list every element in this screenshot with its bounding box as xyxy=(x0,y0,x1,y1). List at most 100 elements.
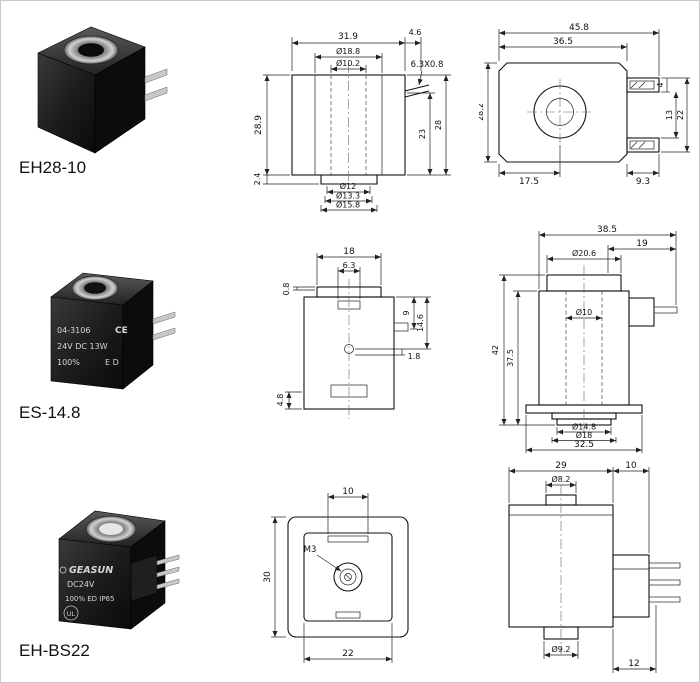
dim-base-d1: Ø12 xyxy=(326,181,371,195)
photo-label-duty: 100% xyxy=(57,358,80,367)
dim-text: Ø13.3 xyxy=(336,191,360,201)
dim-base-width: 32.5 xyxy=(525,415,643,453)
dim-text: 17.5 xyxy=(519,177,539,187)
spade-terminal xyxy=(144,86,168,102)
dim-tab-thickness: 4 xyxy=(656,77,670,93)
dim-text: 22 xyxy=(676,110,685,120)
ce-mark: CE xyxy=(115,326,128,336)
dim-base-d1: Ø14.8 xyxy=(556,422,612,435)
spade-terminal xyxy=(648,596,681,603)
screw xyxy=(344,573,352,581)
dim-inner-height: 37.5 xyxy=(506,290,537,425)
coil-side-face xyxy=(94,46,146,154)
part-outline xyxy=(498,62,660,163)
ring-bore xyxy=(99,523,123,535)
dim-text: Ø12 xyxy=(340,181,356,191)
spade-terminal xyxy=(156,578,180,590)
dim-text: Ø15.8 xyxy=(336,200,360,210)
part-outline xyxy=(291,63,430,185)
photo-label-rating: 24V DC 13W xyxy=(57,342,108,351)
terminal-tab xyxy=(626,77,660,93)
coil-photo xyxy=(37,26,168,154)
photo-label-part-number: 04-3106 xyxy=(57,326,90,335)
terminal-tab xyxy=(393,322,409,332)
photo-brand: GEASUN xyxy=(69,565,113,576)
photo-label-ed: E D xyxy=(105,358,119,367)
dim-slot-width: 10 xyxy=(327,487,369,534)
dim-lip: 0.8 xyxy=(282,283,315,295)
ul-mark-icon xyxy=(63,605,79,621)
dim-right-inner-height: 23 xyxy=(407,92,435,176)
dim-right-height: 28 xyxy=(407,74,451,176)
product-photo-eh-bs22: GEASUN DC24V 100% ED IP65 UL xyxy=(58,510,180,630)
product-name-eh28-10: EH28-10 xyxy=(19,158,87,177)
dim-text: 10 xyxy=(625,461,637,471)
dim-tab-span: 22 xyxy=(661,77,690,153)
part-outline xyxy=(525,265,678,433)
dim-text: Ø20.6 xyxy=(572,248,596,258)
din-connector xyxy=(130,554,158,602)
dim-boss-d: Ø8.2 xyxy=(545,474,577,493)
dim-tab-length: 9.3 xyxy=(626,154,660,187)
product-photo-es-14-8: 04-3106 CE 24V DC 13W 100% E D xyxy=(50,272,176,390)
connector-block xyxy=(612,554,650,618)
dim-text: 22 xyxy=(342,649,353,659)
dim-height: 28.2 xyxy=(479,62,497,163)
dim-top-width: 38.5 xyxy=(538,225,677,305)
dim-height: 42 xyxy=(491,274,555,426)
spade-terminal xyxy=(156,554,180,566)
dim-text: 23 xyxy=(418,129,427,139)
drawing-es-14-8-side: 38.5 19 Ø20.6 Ø10 42 37.5 Ø xyxy=(491,225,678,453)
dim-text: Ø10.2 xyxy=(336,58,360,68)
drawing-eh-bs22-side: 29 10 Ø8.2 Ø9.2 12 xyxy=(508,461,681,673)
photo-label-voltage: DC24V xyxy=(67,580,95,589)
dim-text: 28 xyxy=(434,120,443,130)
dim-tab-gap: 13 xyxy=(661,92,679,139)
spade-terminal xyxy=(144,68,168,84)
dim-height: 28.9 xyxy=(254,74,290,176)
dim-base-d2: Ø13.3 xyxy=(324,191,373,204)
dim-width: 22 xyxy=(303,623,393,663)
dim-text: 4 xyxy=(656,82,665,87)
dim-text: 19 xyxy=(636,239,648,249)
drawing-es-14-8-front: 18 6.3 0.8 9 14.6 1.8 xyxy=(276,247,431,419)
dim-text: 9.3 xyxy=(636,177,650,187)
dim-text: 12 xyxy=(628,659,639,669)
dim-text: 4.6 xyxy=(409,28,422,37)
connector-block xyxy=(628,297,655,327)
coil-photo: 04-3106 CE 24V DC 13W 100% E D xyxy=(50,272,176,390)
coil-side-face xyxy=(122,280,154,390)
dim-top-width: 31.9 xyxy=(291,32,406,71)
dim-text: 42 xyxy=(491,345,500,355)
product-name-eh-bs22: EH-BS22 xyxy=(19,641,90,660)
drawing-eh28-10-side: 45.8 36.5 28.2 4 13 22 xyxy=(479,23,690,187)
spade-terminal xyxy=(152,311,176,325)
dim-center-offset: 17.5 xyxy=(498,145,561,187)
dim-text: 9 xyxy=(402,310,411,315)
dim-text: 37.5 xyxy=(506,349,515,367)
dim-text: 31.9 xyxy=(338,32,358,42)
spade-terminal xyxy=(152,327,176,341)
spade-terminal-line xyxy=(404,84,430,92)
coil-photo: GEASUN DC24V 100% ED IP65 UL xyxy=(58,510,180,630)
dim-text: 29 xyxy=(555,461,567,471)
spade-terminal xyxy=(653,306,678,314)
dim-text: Ø18.8 xyxy=(336,46,360,56)
dim-text: Ø9.2 xyxy=(551,644,570,654)
spade-terminal xyxy=(648,562,681,569)
dim-text: 6.3 xyxy=(343,261,356,270)
part-outline xyxy=(303,279,409,419)
dim-conn-width: 19 xyxy=(607,239,676,273)
dim-base-step: 2.4 xyxy=(253,173,319,185)
callout-terminal-spec: 6.3X0.8 xyxy=(411,60,443,86)
cable-gland xyxy=(333,562,363,592)
dim-text: 30 xyxy=(263,571,273,583)
brand-logo-icon xyxy=(59,566,67,574)
dim-base-d: Ø9.2 xyxy=(543,641,579,659)
product-photo-eh28-10 xyxy=(37,26,168,154)
dim-text: Ø18 xyxy=(576,430,592,440)
dim-text: 38.5 xyxy=(597,225,617,235)
callout-thread: M3 xyxy=(304,545,342,572)
spade-terminal xyxy=(648,579,681,586)
